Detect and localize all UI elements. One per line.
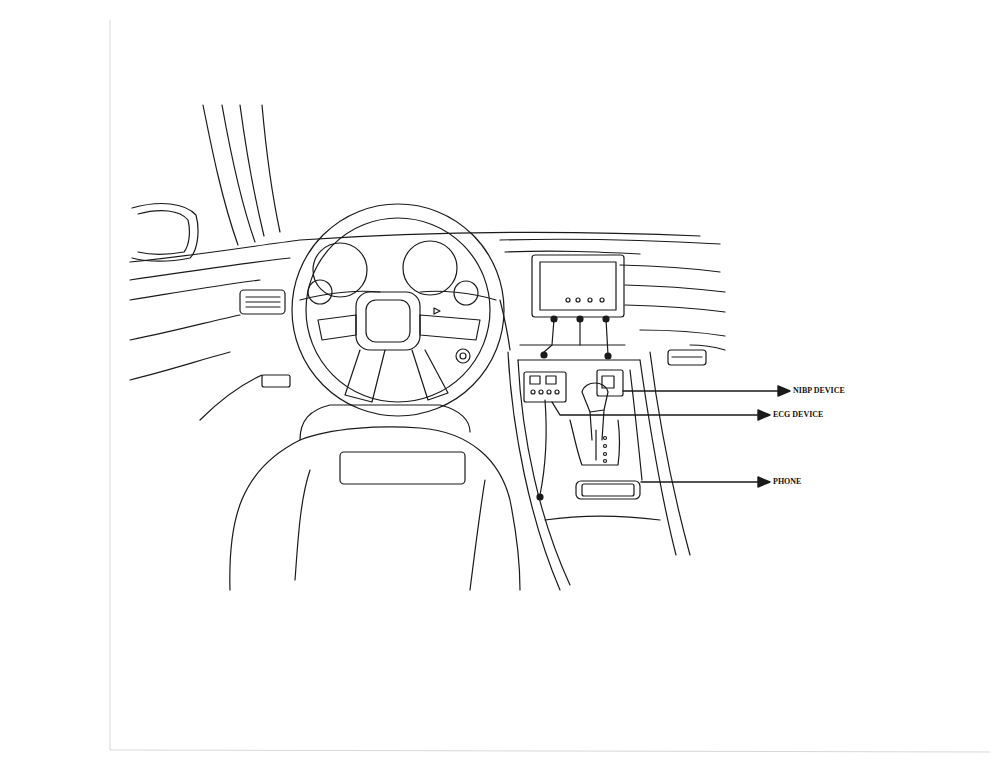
centre-console (508, 352, 690, 590)
gear-shifter (570, 383, 620, 465)
ecg-device (524, 372, 566, 402)
dashboard (130, 233, 725, 420)
steering-wheel (292, 204, 504, 416)
nibp-device (597, 370, 623, 396)
callout-label: NIBP DEVICE (793, 387, 845, 395)
callout-label: ECG DEVICE (773, 411, 823, 419)
device-wires (520, 316, 642, 500)
side-mirror (132, 204, 198, 261)
a-pillar (203, 105, 280, 245)
phone-sketch (576, 481, 640, 499)
driver-seat (230, 405, 520, 590)
callout-label: PHONE (773, 478, 801, 486)
page-edge (110, 20, 990, 752)
leader-arrows (552, 386, 790, 487)
display-screen (532, 255, 624, 317)
